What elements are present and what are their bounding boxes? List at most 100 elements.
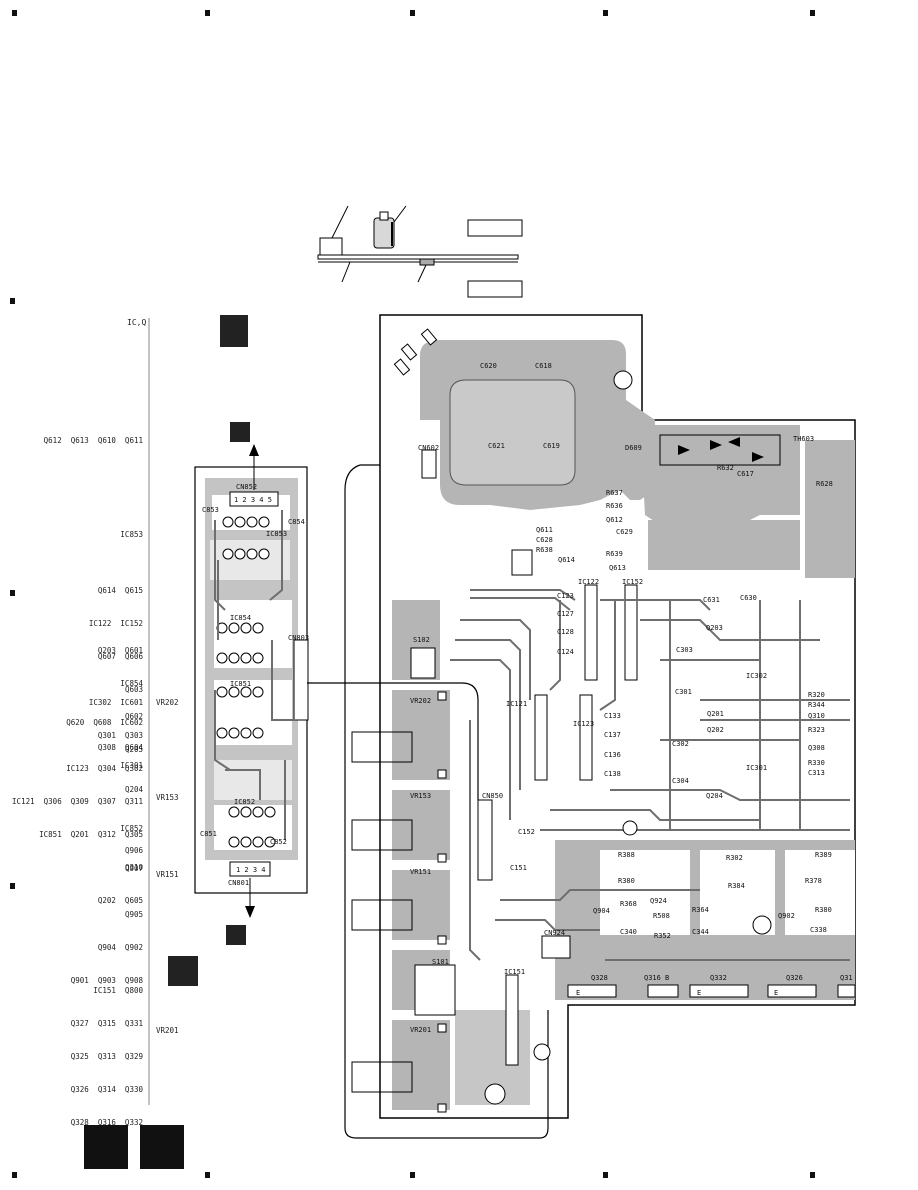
ref-line: Q904 Q902 (97, 943, 143, 952)
page-tab-left (84, 1125, 128, 1169)
page-tab-right (140, 1125, 184, 1169)
label-q308: Q308 (808, 744, 825, 752)
label-q613: Q613 (609, 564, 626, 572)
side-label-vr202: VR202 (156, 698, 179, 707)
label-cn602: CN602 (418, 444, 439, 452)
ref-group-5: IC302 IC601 Q301 Q303 IC123 Q304 Q302 IC… (12, 675, 143, 928)
label-c138: C138 (604, 770, 621, 778)
label-cn850: CN850 (482, 792, 503, 800)
label-q612: Q612 (606, 516, 623, 524)
label-q203: Q203 (706, 624, 723, 632)
ref-group-9: IC852 (120, 823, 143, 834)
label-vr202: VR202 (410, 697, 431, 705)
label-c313: C313 (808, 769, 825, 777)
label-r352: R352 (654, 932, 671, 940)
label-ic302: IC302 (746, 672, 767, 680)
ref-line: IC121 Q306 Q309 Q307 Q311 (12, 797, 143, 806)
index-header: IC,Q (127, 318, 147, 327)
label-c340: C340 (620, 928, 637, 936)
ref-line: Q326 Q314 Q330 (70, 1085, 143, 1094)
label-q316: Q316 (644, 974, 661, 982)
ref-group-6: Q308 Q604 (98, 742, 143, 753)
ref-line: Q614 Q615 (97, 586, 143, 595)
ref-line: Q905 (124, 910, 143, 919)
label-r320: R320 (808, 691, 825, 699)
label-r380-a: R380 (618, 877, 635, 885)
label-cn801: CN801 (228, 879, 249, 887)
label-r378: R378 (805, 877, 822, 885)
ref-line: Q310 (124, 863, 143, 872)
ref-group-3: Q614 Q615 IC122 IC152 Q607 Q606 Q603 Q62… (66, 563, 143, 750)
main-board (307, 314, 856, 1139)
label-ic301: IC301 (746, 764, 767, 772)
label-ic122: IC122 (578, 578, 599, 586)
label-r368: R368 (620, 900, 637, 908)
label-c133: C133 (604, 712, 621, 720)
label-c617: C617 (737, 470, 754, 478)
label-cn924: CN924 (544, 929, 565, 937)
label-s102: S102 (413, 636, 430, 644)
label-c123: C123 (557, 592, 574, 600)
ref-line: Q602 (124, 712, 143, 721)
ref-group-12: Q905 Q904 Q902 Q901 Q903 Q908 (71, 887, 143, 1008)
label-d609: D609 (625, 444, 642, 452)
label-th603: TH603 (793, 435, 814, 443)
label-c854: C854 (288, 518, 305, 526)
label-q332: Q332 (710, 974, 727, 982)
label-ic152: IC152 (622, 578, 643, 586)
label-c301: C301 (675, 688, 692, 696)
marker-tab-upper (230, 422, 250, 442)
label-r323: R323 (808, 726, 825, 734)
label-q902: Q902 (778, 912, 795, 920)
label-q904: Q904 (593, 907, 610, 915)
ref-group-13: IC151 Q800 Q327 Q315 Q331 Q325 Q313 Q329… (71, 963, 143, 1150)
label-r628: R628 (816, 480, 833, 488)
pin-e-2: E (697, 989, 701, 997)
ref-line: IC854 (120, 679, 143, 688)
label-c304: C304 (672, 777, 689, 785)
side-label-vr153: VR153 (156, 793, 179, 802)
ref-line: Q620 Q608 IC602 (66, 718, 143, 727)
label-q31: Q31 (840, 974, 853, 982)
label-c620: C620 (480, 362, 497, 370)
side-label-vr151: VR151 (156, 870, 179, 879)
label-cn852: CN852 (236, 483, 257, 491)
label-c618: C618 (535, 362, 552, 370)
ref-line: Q202 Q605 (97, 896, 143, 905)
label-ic121: IC121 (506, 700, 527, 708)
label-c852: C852 (270, 838, 287, 846)
ref-line: Q907 (124, 864, 143, 873)
label-ic123: IC123 (573, 720, 594, 728)
label-c630: C630 (740, 594, 757, 602)
label-q328: Q328 (591, 974, 608, 982)
label-c631: C631 (703, 596, 720, 604)
label-c338: C338 (810, 926, 827, 934)
label-r637: R637 (606, 489, 623, 497)
pins-cn801: 1 2 3 4 (236, 866, 266, 874)
ref-line: Q203 Q601 (97, 646, 143, 655)
side-view-illustration (317, 205, 523, 298)
label-c628: C628 (536, 536, 553, 544)
label-c302: C302 (672, 740, 689, 748)
label-q326: Q326 (786, 974, 803, 982)
ref-line: Q204 (124, 785, 143, 794)
ref-line: Q308 Q604 (97, 743, 143, 752)
label-c303: C303 (676, 646, 693, 654)
marker-tab-lower (226, 925, 246, 945)
label-ic852: IC852 (234, 798, 255, 806)
label-vr201: VR201 (410, 1026, 431, 1034)
label-ic851: IC851 (230, 680, 251, 688)
label-r344: R344 (808, 701, 825, 709)
label-q204: Q204 (706, 792, 723, 800)
ref-group-2: IC853 (120, 529, 143, 540)
label-r302: R302 (726, 854, 743, 862)
ref-group-7: IC301 (120, 760, 143, 771)
ref-line: IC151 Q800 (93, 986, 143, 995)
ref-group-10: Q906 (125, 845, 143, 856)
label-r380-b: R380 (815, 906, 832, 914)
side-label-vr201: VR201 (156, 1026, 179, 1035)
ref-line: Q607 Q606 (97, 652, 143, 661)
ref-line: Q612 Q613 Q610 Q611 (43, 436, 143, 445)
